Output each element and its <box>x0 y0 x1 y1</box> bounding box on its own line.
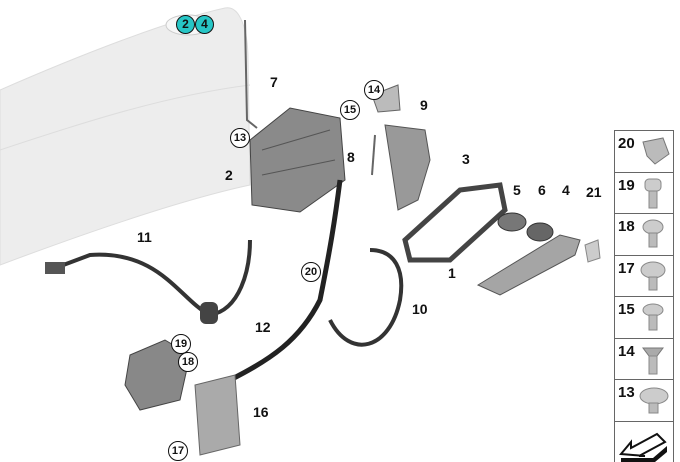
callout-18[interactable]: 18 <box>178 352 198 372</box>
callout-20[interactable]: 20 <box>301 262 321 282</box>
callout-7[interactable]: 7 <box>270 74 278 90</box>
callout-12[interactable]: 12 <box>255 319 271 335</box>
door-lock-2 <box>249 107 346 213</box>
door-badge-4[interactable]: 4 <box>195 15 214 34</box>
carrier-1 <box>402 182 508 263</box>
callout-4[interactable]: 4 <box>562 182 570 198</box>
callout-1[interactable]: 1 <box>448 265 456 281</box>
clip-icon <box>642 137 670 165</box>
cover-21 <box>584 239 601 263</box>
callout-17[interactable]: 17 <box>168 441 188 461</box>
callout-16[interactable]: 16 <box>253 404 269 420</box>
legend-item-20[interactable]: 20 <box>615 131 673 173</box>
screw-icon <box>642 347 664 374</box>
bracket-9 <box>371 84 401 113</box>
bracket-3 <box>384 124 431 211</box>
fastener-legend: 20 19 18 17 15 14 13 <box>614 130 674 462</box>
cable-10 <box>328 248 404 347</box>
rod-7 <box>244 19 258 129</box>
legend-item-19[interactable]: 19 <box>615 173 673 214</box>
actuator <box>124 339 191 411</box>
screw-icon <box>640 261 666 290</box>
screw-icon <box>639 387 669 414</box>
callout-19[interactable]: 19 <box>171 334 191 354</box>
navigate-arrow-button[interactable] <box>615 422 673 462</box>
callout-8[interactable]: 8 <box>347 149 355 165</box>
cable-11 <box>49 239 252 318</box>
screw-icon <box>644 178 662 208</box>
callout-6[interactable]: 6 <box>538 182 546 198</box>
door-panel <box>0 7 251 266</box>
legend-item-17[interactable]: 17 <box>615 256 673 297</box>
callout-2[interactable]: 2 <box>225 167 233 183</box>
cable-12 <box>228 179 343 383</box>
handle-4 <box>476 234 581 296</box>
callout-21[interactable]: 21 <box>586 184 602 200</box>
callout-10[interactable]: 10 <box>412 301 428 317</box>
legend-item-18[interactable]: 18 <box>615 214 673 256</box>
callout-15[interactable]: 15 <box>340 100 360 120</box>
callout-9[interactable]: 9 <box>420 97 428 113</box>
legend-item-14[interactable]: 14 <box>615 339 673 380</box>
legend-item-15[interactable]: 15 <box>615 297 673 339</box>
rod-8 <box>371 134 376 176</box>
callout-14[interactable]: 14 <box>364 80 384 100</box>
bracket-16 <box>194 374 241 456</box>
callout-13[interactable]: 13 <box>230 128 250 148</box>
cap-6 <box>526 222 554 242</box>
callout-11[interactable]: 11 <box>137 229 152 245</box>
screw-icon <box>642 219 664 248</box>
legend-item-13[interactable]: 13 <box>615 380 673 422</box>
callout-3[interactable]: 3 <box>462 151 470 167</box>
screw-icon <box>642 303 664 331</box>
door-badge-2[interactable]: 2 <box>176 15 195 34</box>
callout-5[interactable]: 5 <box>513 182 521 198</box>
cap-5 <box>497 212 527 232</box>
arrow-icon <box>619 432 667 462</box>
